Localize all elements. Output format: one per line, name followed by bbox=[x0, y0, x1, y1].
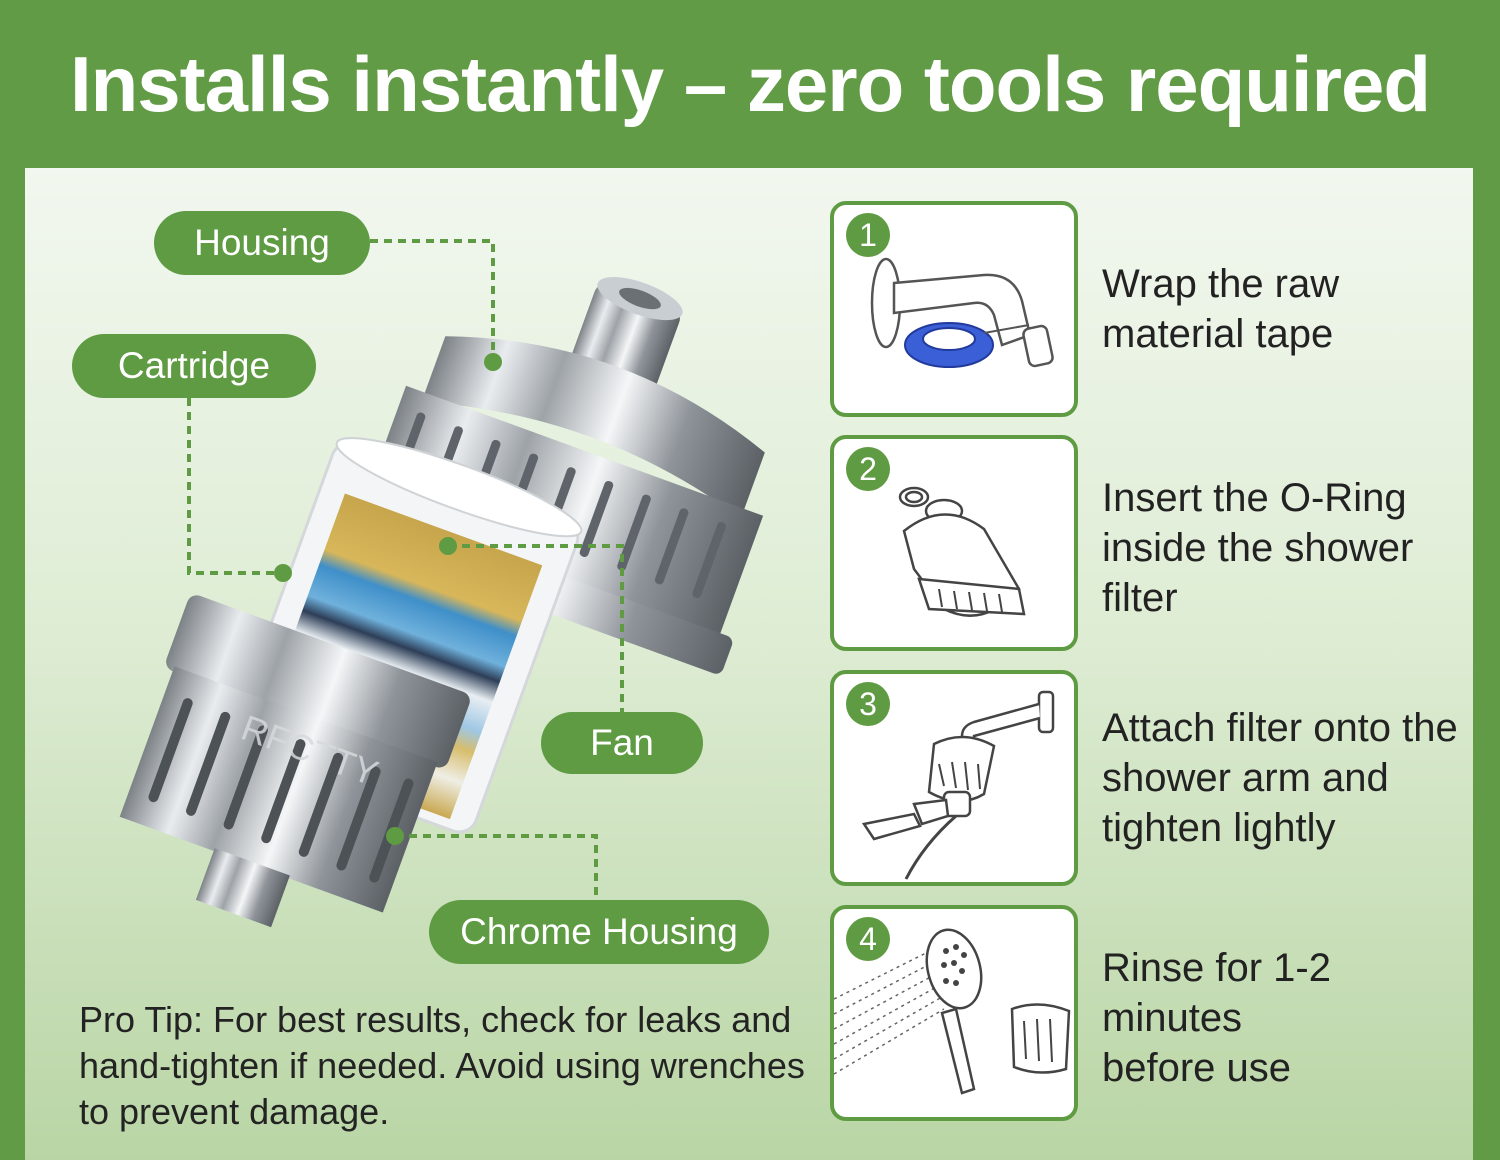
step-1-card: 1 bbox=[830, 201, 1078, 417]
step-4-number: 4 bbox=[846, 917, 890, 961]
headline: Installs instantly – zero tools required bbox=[69, 39, 1431, 128]
step-3-text: Attach filter onto the shower arm and ti… bbox=[1102, 706, 1458, 850]
label-housing: Housing bbox=[154, 211, 370, 275]
shower-filter-illustration: RFCTTY bbox=[119, 239, 765, 928]
step-1-number: 1 bbox=[846, 213, 890, 257]
label-chrome-housing: Chrome Housing bbox=[429, 900, 769, 964]
step-1-text: Wrap the raw material tape bbox=[1102, 262, 1340, 356]
o-ring-filter-icon bbox=[898, 486, 1026, 617]
step-4-card: 4 bbox=[830, 905, 1078, 1121]
step-2-text: Insert the O-Ring inside the shower filt… bbox=[1102, 476, 1414, 620]
bottom-housing bbox=[119, 595, 470, 928]
label-fan: Fan bbox=[541, 712, 703, 774]
step-2-card: 2 bbox=[830, 435, 1078, 651]
step-4-text: Rinse for 1-2 minutes before use bbox=[1102, 946, 1331, 1090]
pro-tip: Pro Tip: For best results, check for lea… bbox=[79, 999, 805, 1132]
step-3-number: 3 bbox=[846, 682, 890, 726]
shower-arm-tape-icon bbox=[870, 257, 1054, 368]
step-2-number: 2 bbox=[846, 447, 890, 491]
step-3-card: 3 bbox=[830, 670, 1078, 886]
attach-filter-icon bbox=[861, 690, 1055, 880]
rinse-shower-icon bbox=[834, 928, 1071, 1095]
label-cartridge: Cartridge bbox=[72, 334, 316, 398]
